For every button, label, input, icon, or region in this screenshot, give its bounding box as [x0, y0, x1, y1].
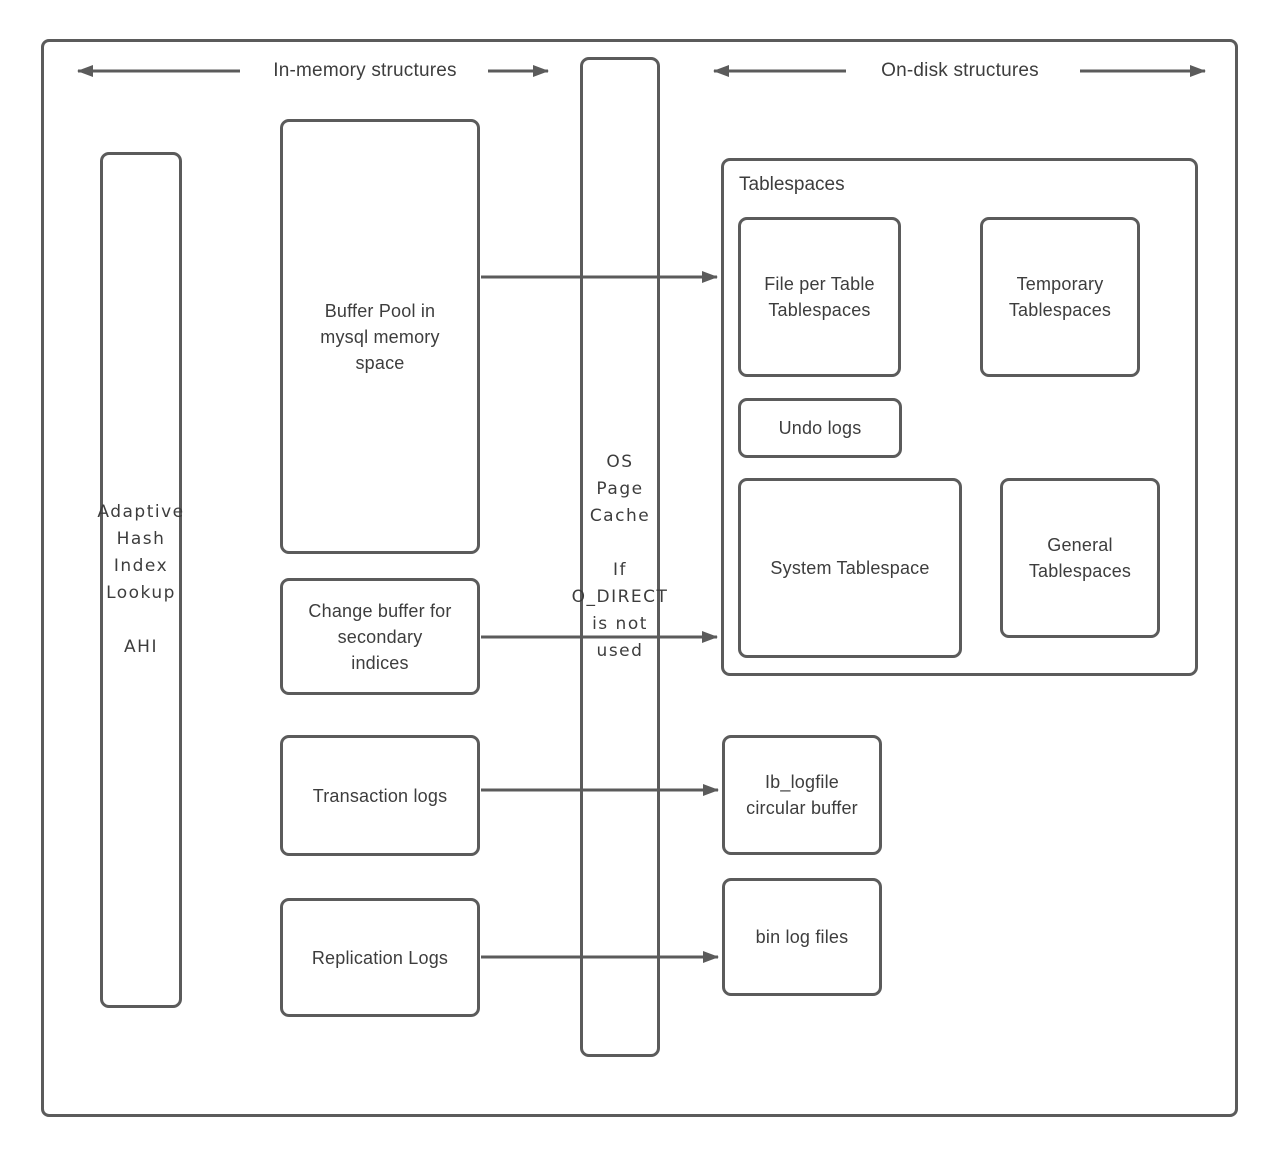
node-undo-logs: Undo logs	[738, 398, 902, 458]
header-in-memory-structures: In-memory structures	[273, 60, 457, 81]
node-replication-logs: Replication Logs	[280, 898, 480, 1017]
node-file-per-table-tablespaces: File per Table Tablespaces	[738, 217, 901, 377]
node-label-change-buffer: Change buffer for secondary indices	[308, 600, 452, 673]
node-label-temporary-tablespaces: Temporary Tablespaces	[1008, 274, 1112, 320]
node-ib-logfile-circular-buffer: Ib_logfile circular buffer	[722, 735, 882, 855]
node-adaptive-hash-index: Adaptive Hash Index Lookup AHI	[97, 152, 183, 1008]
group-label-tablespaces: Tablespaces	[739, 174, 845, 195]
node-label-adaptive-hash-index: Adaptive Hash Index Lookup AHI	[97, 502, 185, 657]
node-label-buffer-pool: Buffer Pool in mysql memory space	[320, 300, 440, 373]
node-label-bin-log-files: bin log files	[755, 927, 849, 947]
node-label-system-tablespace: System Tablespace	[770, 558, 930, 578]
node-label-file-per-table-tablespaces: File per Table Tablespaces	[764, 274, 875, 320]
node-bin-log-files: bin log files	[722, 878, 882, 996]
header-on-disk-structures: On-disk structures	[881, 60, 1039, 81]
node-change-buffer: Change buffer for secondary indices	[280, 578, 480, 695]
node-temporary-tablespaces: Temporary Tablespaces	[980, 217, 1140, 377]
node-label-ib-logfile-circular-buffer: Ib_logfile circular buffer	[746, 772, 858, 818]
node-label-os-page-cache: OS Page Cache If O_DIRECT is not used	[571, 452, 669, 661]
node-general-tablespaces: General Tablespaces	[1000, 478, 1160, 638]
node-buffer-pool: Buffer Pool in mysql memory space	[280, 119, 480, 554]
node-os-page-cache: OS Page Cache If O_DIRECT is not used	[572, 57, 667, 1057]
node-label-general-tablespaces: General Tablespaces	[1028, 535, 1132, 581]
node-label-undo-logs: Undo logs	[778, 418, 862, 438]
node-transaction-logs: Transaction logs	[280, 735, 480, 856]
node-label-transaction-logs: Transaction logs	[312, 785, 448, 806]
node-system-tablespace: System Tablespace	[738, 478, 962, 658]
node-label-replication-logs: Replication Logs	[311, 947, 449, 968]
